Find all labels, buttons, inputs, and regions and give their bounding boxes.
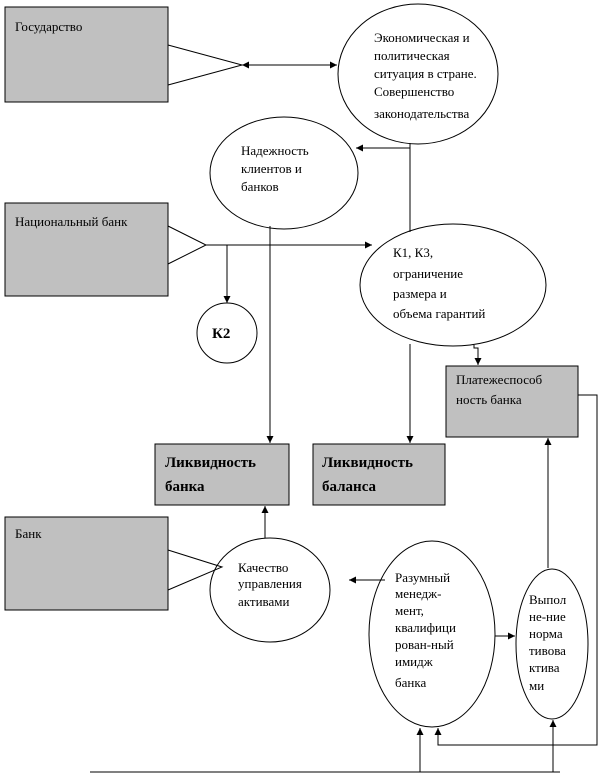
wedge-natsbank [167,225,208,265]
node-econ-line1: Экономическая и [374,30,470,45]
node-k1k3-line3: размера и [393,286,447,301]
node-kachestvo: Качество управления активами [209,537,331,643]
wedge-gosudarstvo [167,44,244,86]
node-econ-line3: ситуация в стране. [374,66,477,81]
node-k1k3-line2: ограничение [393,266,463,281]
node-razumny-line6: имидж [395,654,434,669]
node-razumny-line2: менедж- [395,586,441,601]
arrow-feedback-razumny [434,394,598,746]
arrow-econ-nadezhnost [356,143,411,152]
node-likvidnost-banka: Ликвидность банка [154,443,290,506]
node-kachestvo-line3: активами [238,594,290,609]
node-vypolnenie-line2: не-ние [529,609,566,624]
wedge-bank [167,549,224,591]
node-likvidnost-balansa-line1: Ликвидность [322,455,413,471]
arrow-k1k3-platezh [473,345,482,365]
node-vypolnenie: Выпол не-ние норма тивова ктива ми [515,568,589,720]
node-k1k3-line4: объема гарантий [393,306,485,321]
node-natsbank-label: Национальный банк [15,214,128,229]
node-k1k3-line1: К1, К3, [393,245,433,260]
node-platezhesposobnost-line2: ность банка [456,392,522,407]
node-likvidnost-balansa: Ликвидность баланса [312,443,446,506]
node-nadezhnost-line1: Надежность [241,143,309,158]
node-razumny-line3: мент, [395,603,424,618]
node-nadezhnost-line3: банков [241,179,279,194]
node-razumny-line1: Разумный [395,570,450,585]
node-k2-label: К2 [212,326,230,342]
node-econ-line5: законодательства [374,106,469,121]
node-k1k3: К1, К3, ограничение размера и объема гар… [359,223,547,347]
node-razumny-line7: банка [395,675,426,690]
node-kachestvo-line2: управления [238,576,302,591]
connectors [90,44,598,773]
node-econ-line4: Совершенство [374,84,454,99]
node-razumny-line4: квалифици [395,620,456,635]
node-k2: К2 [196,302,258,364]
node-bank: Банк [4,516,169,611]
node-natsbank: Национальный банк [4,202,169,297]
node-vypolnenie-line3: норма [529,626,563,641]
node-platezhesposobnost-line1: Платежеспособ [456,372,542,387]
node-likvidnost-banka-line2: банка [165,479,205,495]
node-platezhesposobnost: Платежеспособ ность банка [445,365,579,438]
node-bank-label: Банк [15,526,42,541]
node-razumny-line5: рован-ный [395,637,454,652]
node-kachestvo-line1: Качество [238,560,288,575]
node-likvidnost-balansa-line2: баланса [322,479,377,495]
node-vypolnenie-line4: тивова [529,643,566,658]
node-gosudarstvo-label: Государство [15,19,82,34]
node-vypolnenie-line6: ми [529,678,544,693]
node-razumny: Разумный менедж- мент, квалифици рован-н… [368,540,496,728]
node-nadezhnost-line2: клиентов и [241,161,302,176]
node-gosudarstvo: Государство [4,6,169,103]
node-nadezhnost: Надежность клиентов и банков [209,116,359,230]
node-likvidnost-banka-line1: Ликвидность [165,455,256,471]
node-econ-situation: Экономическая и политическая ситуация в … [337,3,499,145]
node-vypolnenie-line1: Выпол [529,592,567,607]
node-econ-line2: политическая [374,48,450,63]
node-vypolnenie-line5: ктива [529,660,560,675]
